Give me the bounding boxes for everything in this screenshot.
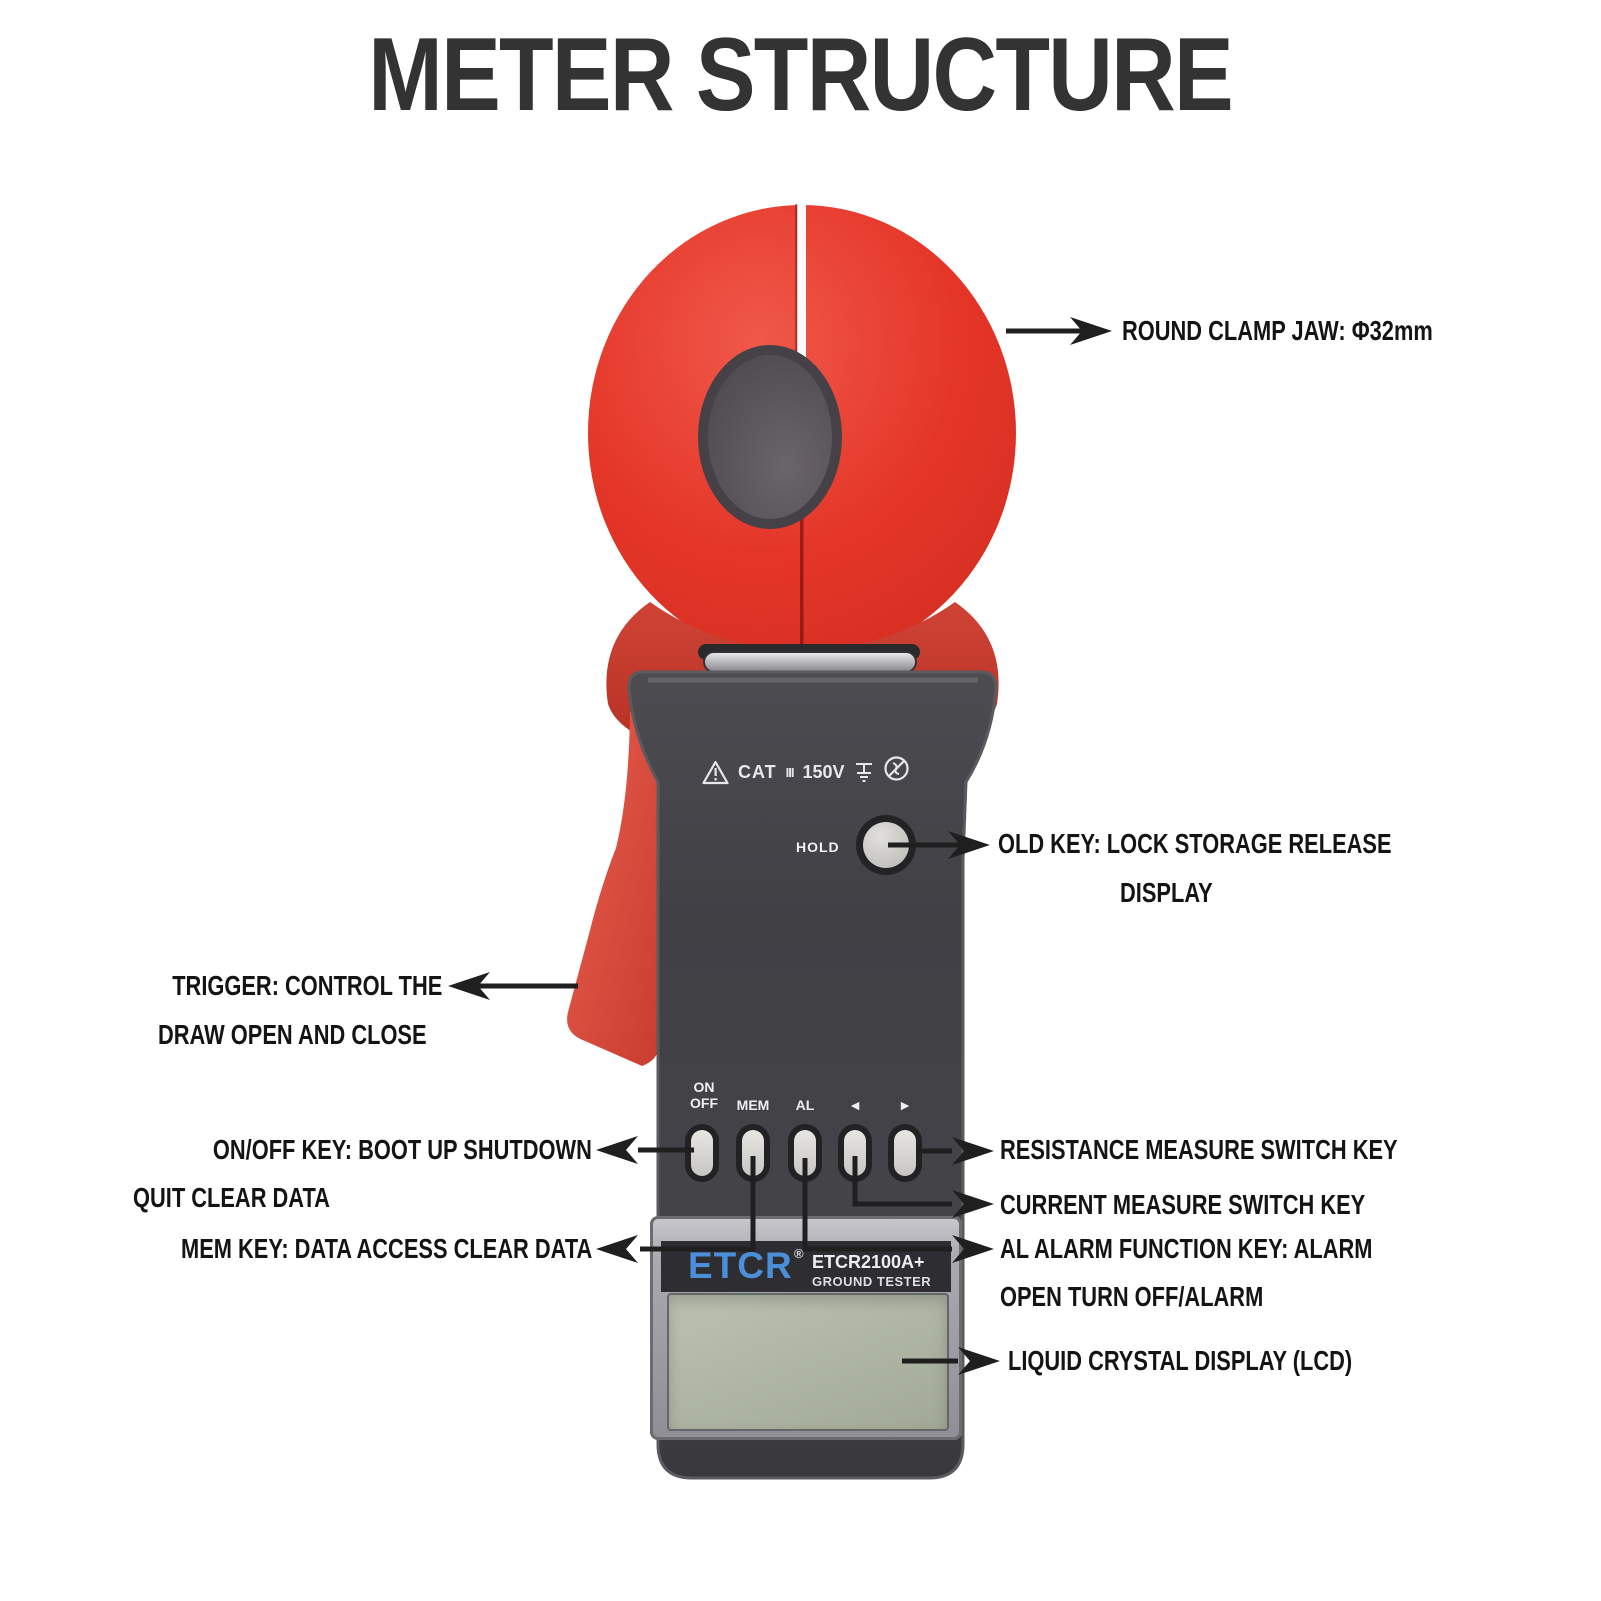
arrowhead-resistance: [952, 1137, 994, 1165]
product-name: GROUND TESTER: [812, 1274, 932, 1289]
lcd-screen: [667, 1293, 949, 1431]
al-key-button: [794, 1130, 816, 1176]
label-hold-key-line1: OLD KEY: LOCK STORAGE RELEASE: [998, 828, 1392, 859]
label-onoff-key-line2: QUIT CLEAR DATA: [133, 1182, 330, 1213]
onoff-key-button: [691, 1130, 713, 1176]
right-arrow-key-button: [894, 1130, 916, 1176]
do-not-clamp-icon: [883, 755, 909, 781]
title-wrap: METER STRUCTURE: [0, 16, 1601, 135]
label-resistance-key: RESISTANCE MEASURE SWITCH KEY: [1000, 1134, 1398, 1165]
safety-markings: CAT III 150V: [702, 750, 910, 794]
label-hold-key-line2: DISPLAY: [1120, 877, 1213, 908]
right-arrow-key-label: ►: [898, 1097, 912, 1113]
hold-button: [856, 815, 916, 875]
model-number: ETCR2100A+: [812, 1252, 925, 1272]
clamp-split-gap: [797, 204, 806, 362]
arrowhead-mem: [596, 1235, 638, 1263]
mem-key-button: [742, 1130, 764, 1176]
label-trigger-line2: DRAW OPEN AND CLOSE: [158, 1019, 427, 1050]
cat-label: CAT: [738, 761, 777, 782]
clamp-shoulder: [606, 602, 999, 750]
earth-ground-icon: [855, 763, 872, 782]
label-onoff-key-line1: ON/OFF KEY: BOOT UP SHUTDOWN: [213, 1134, 592, 1165]
left-arrow-key-label: ◄: [848, 1097, 862, 1113]
label-current-key: CURRENT MEASURE SWITCH KEY: [1000, 1189, 1366, 1220]
voltage-label: 150V: [802, 761, 845, 782]
label-al-key-line1: AL ALARM FUNCTION KEY: ALARM: [1000, 1233, 1373, 1264]
al-key-label: AL: [795, 1097, 815, 1113]
page-title: METER STRUCTURE: [368, 17, 1234, 133]
label-trigger-line1: TRIGGER: CONTROL THE: [171, 970, 442, 1001]
arrowhead-clamp: [1070, 317, 1112, 345]
registered-mark: ®: [794, 1246, 804, 1261]
clamp-split-seam: [800, 512, 804, 664]
round-clamp-jaw: [588, 204, 1016, 664]
label-round-clamp-jaw: ROUND CLAMP JAW: Φ32mm: [1122, 315, 1433, 346]
arrowhead-hold: [948, 831, 990, 859]
warning-triangle-icon: [702, 760, 729, 784]
hold-label: HOLD: [796, 839, 840, 855]
onoff-key-label: ON OFF: [690, 1079, 718, 1112]
hold-button-cap: [863, 822, 909, 868]
brand-logo: ETCR: [688, 1245, 793, 1286]
label-lcd: LIQUID CRYSTAL DISPLAY (LCD): [1008, 1345, 1353, 1376]
arrowhead-current: [952, 1190, 994, 1218]
arrowhead-trigger: [448, 972, 490, 1000]
hinge-pin: [698, 644, 920, 673]
mem-key-label: MEM: [736, 1097, 770, 1113]
label-mem-key: MEM KEY: DATA ACCESS CLEAR DATA: [180, 1233, 592, 1264]
label-al-key-line2: OPEN TURN OFF/ALARM: [1000, 1281, 1264, 1312]
trigger: [567, 712, 659, 1066]
cat-class-label: III: [785, 764, 795, 780]
arrowhead-onoff: [596, 1136, 638, 1164]
arrowhead-lcd: [958, 1347, 1000, 1375]
left-arrow-key-button: [844, 1130, 866, 1176]
clamp-hole: [708, 355, 832, 519]
